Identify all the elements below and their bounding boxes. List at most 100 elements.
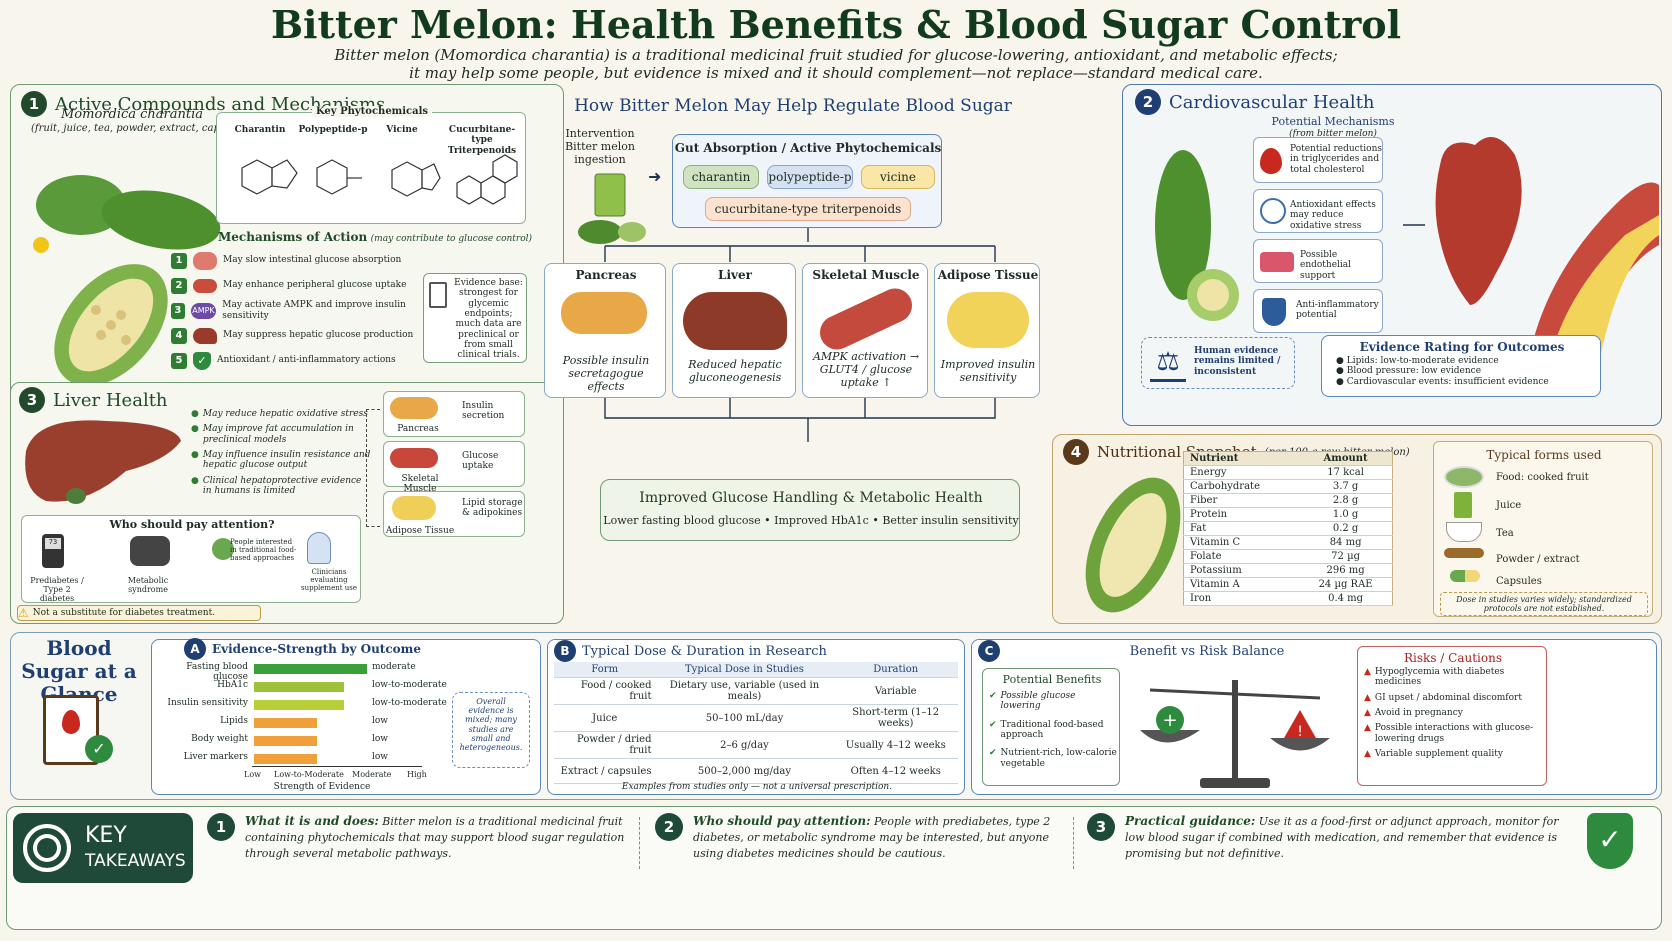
side-organ-text: Insulin secretion <box>462 401 505 422</box>
flow-connectors-top <box>604 228 996 262</box>
section-c-header: C <box>978 640 1000 662</box>
section-letter: C <box>978 640 1000 662</box>
outcome-level: low-to-moderate <box>372 680 447 690</box>
liver-icon <box>683 292 787 350</box>
panel-number: 1 <box>21 91 47 117</box>
form-item: Juice <box>1496 500 1522 511</box>
bitter-melon-slice-illustration <box>1085 477 1181 613</box>
organ-muscle: Skeletal Muscle AMPK activation → GLUT4 … <box>802 263 928 398</box>
check-icon: ✔ <box>989 691 997 701</box>
result-box: Improved Glucose Handling & Metabolic He… <box>600 479 1020 541</box>
side-organ-text: Lipid storage & adipokines <box>462 498 523 519</box>
panel-title: Liver Health <box>53 389 168 411</box>
forms-list: (fruit, juice, tea, powder, extract, cap… <box>31 123 250 134</box>
rating-list: ● Lipids: low-to-moderate evidence ● Blo… <box>1336 356 1596 387</box>
warning-icon: ⚠ <box>18 606 29 620</box>
side-organ-pancreas: Pancreas Insulin secretion <box>383 391 525 437</box>
outcome-label: Body weight <box>191 734 248 744</box>
section-title: Benefit vs Risk Balance <box>1129 644 1285 659</box>
outcome-label: Insulin sensitivity <box>167 698 248 708</box>
warning-icon: ▲ <box>1364 749 1371 760</box>
organ-effect: Possible insulin secretagogue effects <box>562 354 650 394</box>
liver-bullet: ●May reduce hepatic oxidative stress <box>191 409 368 419</box>
badge-takeaways: TAKEAWAYS <box>85 851 186 871</box>
outcome-label: Lipids <box>220 716 248 726</box>
result-title: Improved Glucose Handling & Metabolic He… <box>639 490 983 506</box>
phytochemicals-title: Key Phytochemicals <box>217 106 527 118</box>
liver-bullets: ●May reduce hepatic oxidative stress ●Ma… <box>191 409 371 496</box>
bitter-melon-illustration <box>33 175 221 386</box>
liver-bullet: ●May improve fat accumulation in preclin… <box>191 424 354 445</box>
organ-effect: Reduced hepatic gluconeogenesis <box>688 358 782 385</box>
panel-at-a-glance: Blood Sugar at a Glance ✓ A Evidence-Str… <box>10 632 1662 800</box>
benefit-item: ✔Traditional food-based approach <box>989 719 1104 741</box>
outcome-level: low <box>372 716 389 726</box>
risk-item: ▲Variable supplement quality <box>1364 749 1503 760</box>
organ-name: Liver <box>718 268 752 282</box>
adipose-icon <box>947 292 1029 348</box>
svg-text:+: + <box>1162 710 1177 731</box>
side-organ-label: Skeletal Muscle <box>401 474 439 495</box>
mech-item: Antioxidant effects may reduce oxidative… <box>1253 189 1383 233</box>
shield-check-icon: ✓ <box>1587 813 1633 869</box>
shield-check-icon: ✓ <box>193 351 211 370</box>
panel-number: 3 <box>19 387 45 413</box>
mech-item: Possible endothelial support <box>1253 239 1383 283</box>
outcome-label: Liver markers <box>183 752 248 762</box>
blood-drop-icon <box>1260 148 1282 174</box>
section-title: Typical Dose & Duration in Research <box>582 643 827 659</box>
panel-key-takeaways: KEY TAKEAWAYS 1 What it is and does: Bit… <box>6 806 1662 930</box>
section-b-header: B Typical Dose & Duration in Research <box>554 640 827 662</box>
plant-icon <box>212 538 234 560</box>
warning-icon: ▲ <box>1364 692 1371 703</box>
warning-icon: ▲ <box>1364 723 1371 734</box>
outcome-label: Fasting blood glucose <box>186 662 248 683</box>
juice-glass-illustration <box>578 173 646 244</box>
shield-icon <box>1262 298 1286 326</box>
tick-high: High <box>407 770 427 779</box>
benefits-title: Potential Benefits <box>1002 673 1102 686</box>
arrow-right: ➜ <box>648 167 662 186</box>
intervention-label: Intervention Bitter melon ingestion <box>565 127 635 167</box>
pill-vicine: vicine <box>861 165 935 189</box>
pill-triterpenoids: cucurbitane-type triterpenoids <box>705 197 911 221</box>
check-icon: ✔ <box>989 748 997 759</box>
risk-item: ▲Hypoglycemia with diabetes medicines <box>1364 667 1505 688</box>
endothelium-icon <box>1260 252 1294 272</box>
pancreas-icon <box>390 397 438 419</box>
outcome-level: low-to-moderate <box>372 698 447 708</box>
phyto-polypeptide: Polypeptide-p <box>298 125 368 135</box>
gut-absorption-box: Gut Absorption / Active Phytochemicals c… <box>672 134 942 228</box>
benefits-box: Potential Benefits ✔Possible glucose low… <box>982 668 1120 786</box>
juice-glass-icon <box>1454 492 1472 518</box>
outcome-bar <box>254 700 344 710</box>
adipose-icon <box>392 496 436 520</box>
panel-number: 4 <box>1063 439 1089 465</box>
panel-liver-health: 3 Liver Health ●May reduce hepatic oxidat… <box>10 382 564 624</box>
risk-item: ▲Possible interactions with glucose-lowe… <box>1364 723 1534 744</box>
who-box: Who should pay attention? 73 Prediabetes… <box>21 515 361 603</box>
rating-item: ● Cardiovascular events: insufficient ev… <box>1336 376 1549 387</box>
organ-pancreas: Pancreas Possible insulin secretagogue e… <box>544 263 666 398</box>
takeaway-item: 3 Practical guidance: Use it as a food-f… <box>1087 813 1577 862</box>
organ-effect: Improved insulin sensitivity <box>940 358 1036 385</box>
dose-note: Dose in studies varies widely; standardi… <box>1440 592 1648 617</box>
benefit-item: ✔Possible glucose lowering <box>989 691 1076 712</box>
side-organ-label: Adipose Tissue <box>385 526 455 536</box>
panel-title: Active Compounds and Mechanisms <box>55 93 386 115</box>
flow-title: How Bitter Melon May Help Regulate Blood… <box>574 96 1012 116</box>
